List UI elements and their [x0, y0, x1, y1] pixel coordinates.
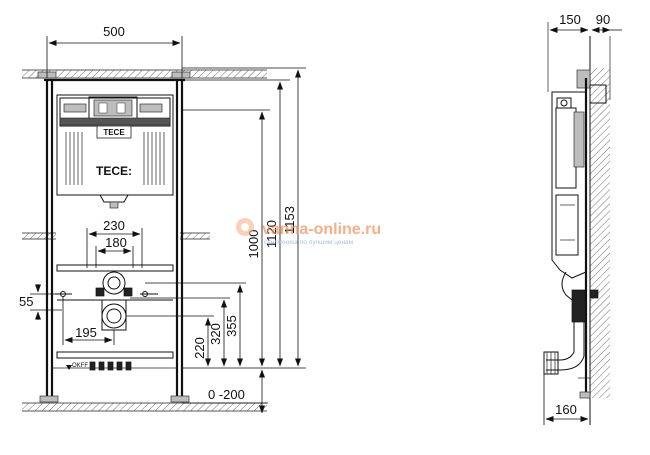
dim-55-label: 55	[19, 294, 33, 309]
watermark-site: vanna-online.ru	[262, 221, 381, 238]
cistern-ribs	[65, 132, 165, 185]
left-wall-hatch	[22, 232, 56, 240]
floor-hatch	[22, 402, 267, 412]
dim-500-label: 500	[103, 24, 125, 39]
dim-195-label: 195	[75, 325, 97, 340]
watermark: vanna-online.ru сантехника по лучшим цен…	[236, 218, 381, 246]
right-wall-hatch	[180, 232, 210, 240]
floor-level-marker-icon	[66, 365, 72, 370]
side-view: 150 90 160	[543, 12, 622, 425]
bottom-connector-blocks	[89, 361, 132, 371]
dim-220-label: 220	[192, 337, 207, 359]
dim-150-label: 150	[559, 12, 581, 27]
dim-overall-heights: 1153 1120 1000	[182, 67, 306, 369]
dim-side-depths: 150 90	[549, 12, 622, 33]
dim-0-200-label: 0 -200	[208, 387, 245, 402]
dim-355-label: 355	[224, 315, 239, 337]
front-view: TECE TECE: OKFF 500 1153 1120 1000	[19, 24, 306, 414]
flush-label: OKFF	[72, 363, 88, 369]
dim-frame-width: 500	[46, 24, 183, 78]
dim-55: 55	[19, 284, 62, 320]
brand-plate-text: TECE	[103, 128, 125, 137]
brand-logo-text: TECE:	[96, 164, 132, 178]
dim-230-label: 230	[103, 218, 125, 233]
dim-side-160: 160	[543, 374, 589, 425]
installation-frame	[37, 71, 191, 403]
dim-bolt-spacing: 230 180	[86, 218, 143, 268]
dim-180-label: 180	[105, 235, 127, 250]
watermark-logo-icon	[236, 218, 254, 236]
dim-320-label: 320	[208, 323, 223, 345]
dim-lower-heights: 355 320 220	[126, 282, 246, 367]
dim-1153-label: 1153	[282, 206, 297, 234]
dim-adjust-range: 0 -200	[182, 369, 268, 414]
dim-160-label: 160	[555, 402, 577, 417]
dim-90-label: 90	[596, 12, 610, 27]
dim-1120-label: 1120	[264, 220, 279, 248]
dim-1000-label: 1000	[246, 230, 261, 259]
watermark-tagline: сантехника по лучшим ценам	[264, 239, 354, 246]
ceiling-hatch	[22, 69, 267, 79]
dim-195: 195	[62, 296, 115, 345]
